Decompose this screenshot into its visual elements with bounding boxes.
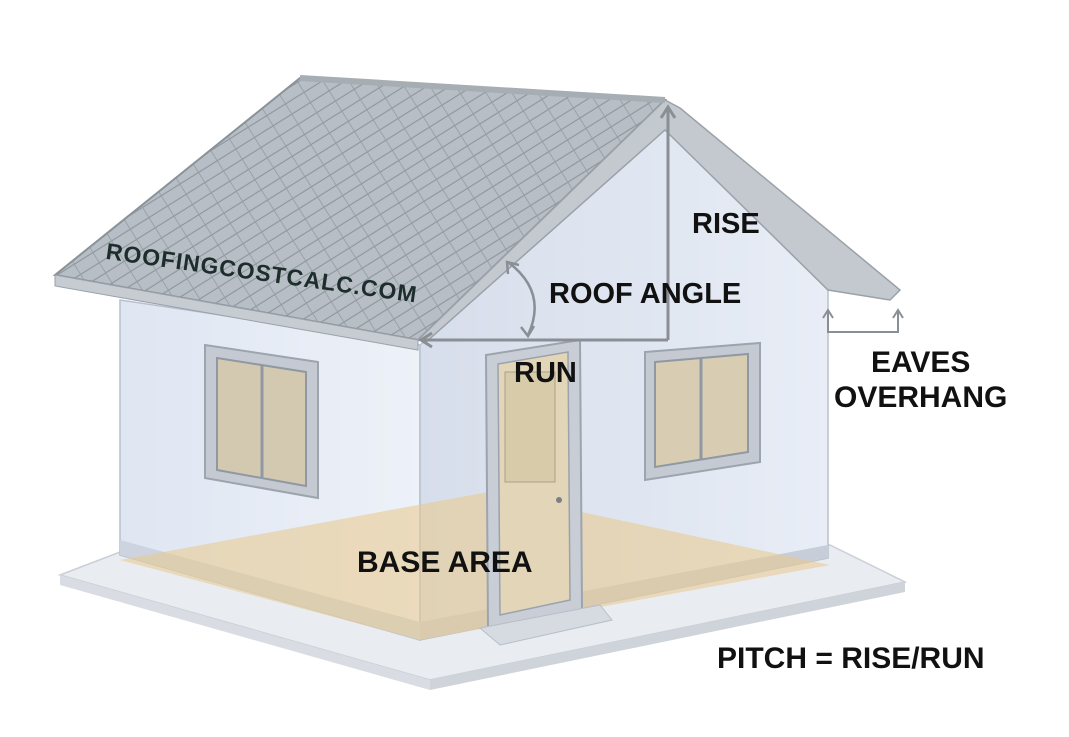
roof-angle-label: ROOF ANGLE xyxy=(549,280,741,309)
pitch-formula-label: PITCH = RISE/RUN xyxy=(717,644,985,674)
run-label: RUN xyxy=(514,359,577,388)
eaves-overhang-label: EAVES OVERHANG xyxy=(834,345,1007,416)
right-window xyxy=(645,343,760,480)
eaves-overhang-bracket xyxy=(823,310,903,332)
eaves-label-line-1: EAVES xyxy=(834,345,1007,380)
eaves-label-line-2: OVERHANG xyxy=(834,380,1007,415)
rise-label: RISE xyxy=(692,210,760,239)
left-window xyxy=(205,345,318,498)
base-area-label: BASE AREA xyxy=(357,548,533,578)
